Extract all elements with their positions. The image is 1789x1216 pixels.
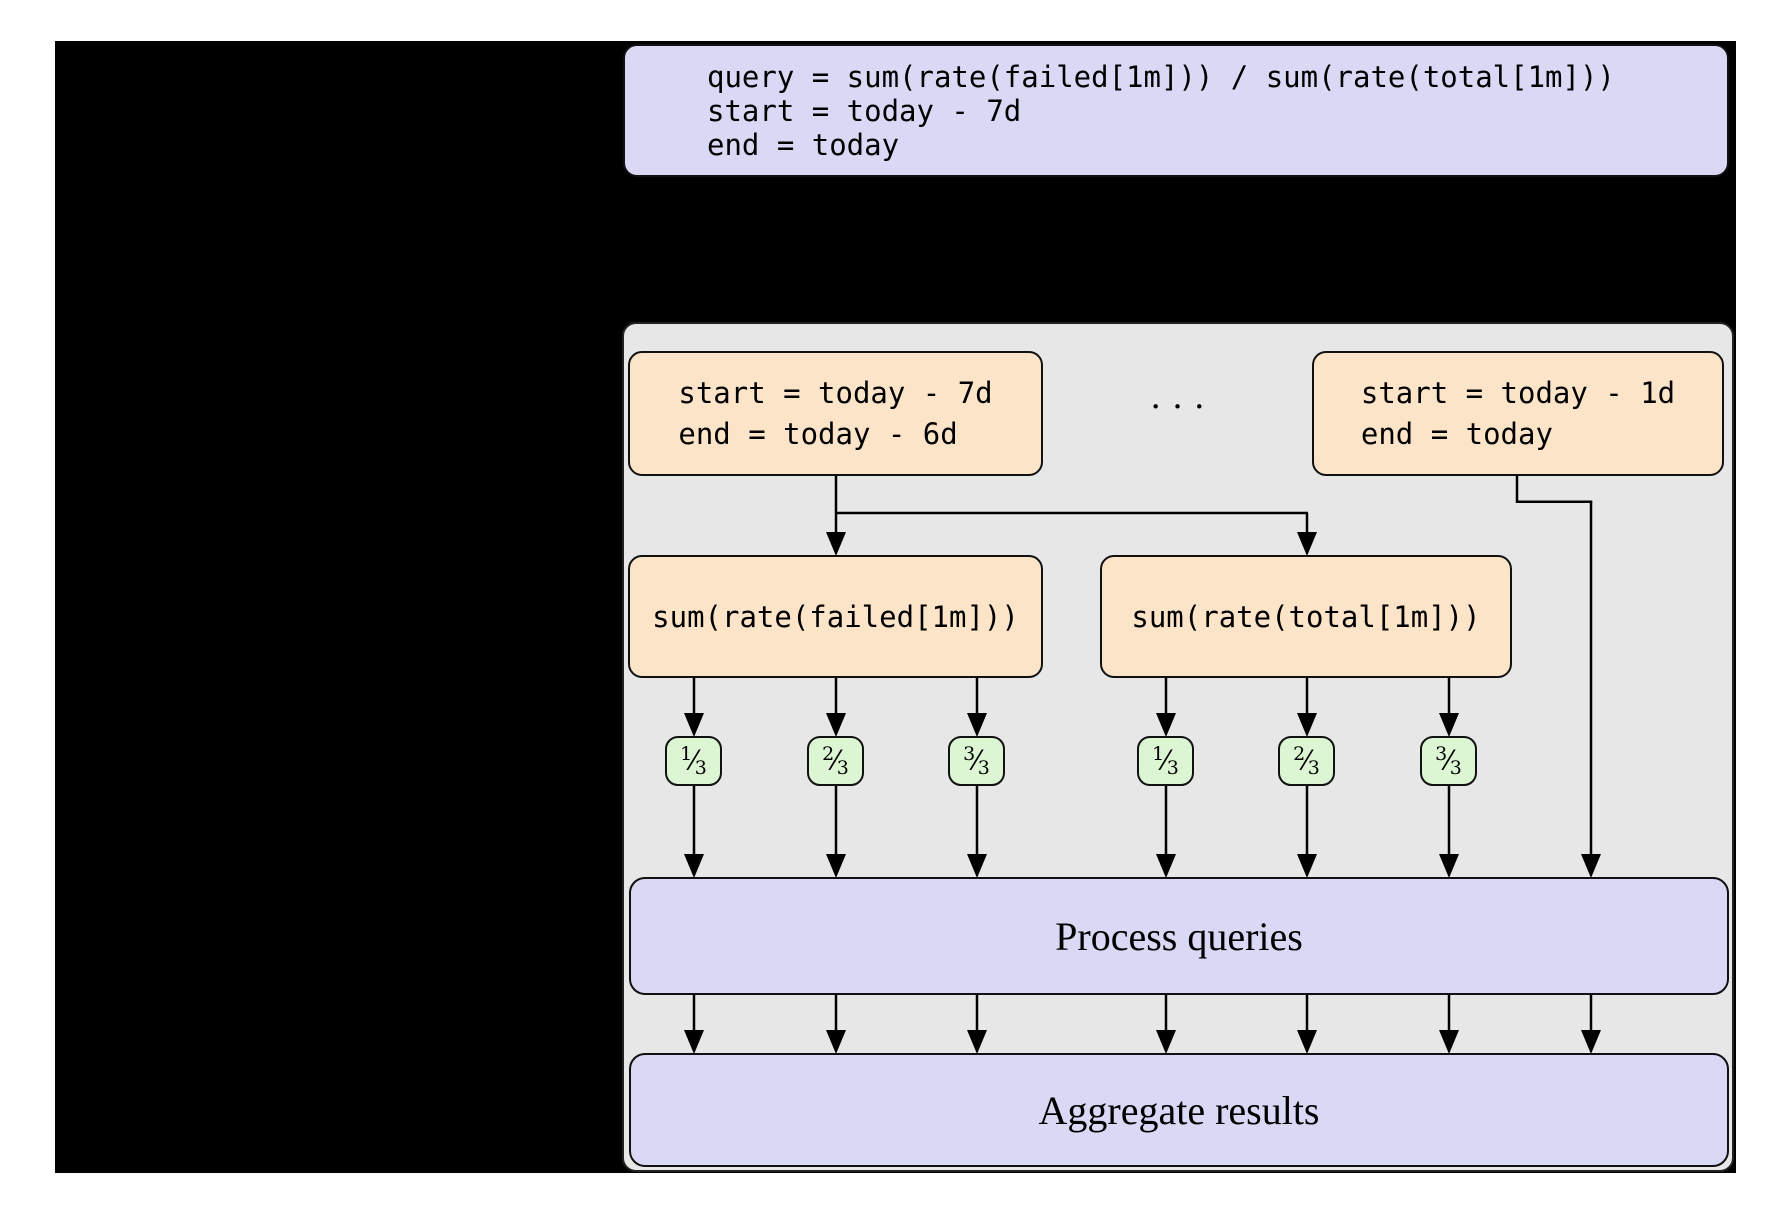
- subquery-box-failed: sum(rate(failed[1m])): [628, 555, 1043, 678]
- shard-box-1of3-total: 1⁄3: [1137, 736, 1194, 786]
- split-range-text: start = today - 7d end = today - 6d: [678, 373, 992, 455]
- shard-box-3of3-failed: 3⁄3: [948, 736, 1005, 786]
- ellipsis-between-splits: ...: [1150, 377, 1216, 417]
- split-right-start-line: start = today - 1d: [1360, 375, 1676, 410]
- fraction-slash: ⁄: [691, 745, 696, 777]
- split-range-text: start = today - 1d end = today: [1361, 373, 1675, 455]
- subquery-box-total: sum(rate(total[1m])): [1100, 555, 1512, 678]
- split-left-end-line: end = today - 6d: [678, 416, 958, 451]
- split-range-box-first-day: start = today - 7d end = today - 6d: [628, 351, 1043, 476]
- shard-numerator: 1: [680, 743, 693, 765]
- shard-box-3of3-total: 3⁄3: [1420, 736, 1477, 786]
- shard-numerator: 3: [1435, 743, 1448, 765]
- shard-numerator: 3: [963, 743, 976, 765]
- query-spec-line-query: query = sum(rate(failed[1m])) / sum(rate…: [707, 59, 1615, 94]
- shard-denominator: 3: [694, 757, 707, 779]
- query-spec-box: query = sum(rate(failed[1m])) / sum(rate…: [623, 44, 1729, 177]
- split-right-end-line: end = today: [1360, 416, 1553, 451]
- process-queries-label: Process queries: [1055, 913, 1303, 959]
- shard-box-2of3-total: 2⁄3: [1278, 736, 1335, 786]
- shard-numerator: 2: [1293, 743, 1306, 765]
- shard-denominator: 3: [1307, 757, 1320, 779]
- fraction-slash: ⁄: [833, 745, 838, 777]
- aggregate-results-label: Aggregate results: [1038, 1087, 1320, 1133]
- shard-box-1of3-failed: 1⁄3: [665, 736, 722, 786]
- fraction-slash: ⁄: [974, 745, 979, 777]
- fraction-slash: ⁄: [1446, 745, 1451, 777]
- subquery-total-label: sum(rate(total[1m])): [1131, 599, 1481, 634]
- fraction-slash: ⁄: [1163, 745, 1168, 777]
- shard-box-2of3-failed: 2⁄3: [807, 736, 864, 786]
- shard-denominator: 3: [1166, 757, 1179, 779]
- split-range-box-last-day: start = today - 1d end = today: [1312, 351, 1724, 476]
- shard-numerator: 2: [822, 743, 835, 765]
- shard-denominator: 3: [836, 757, 849, 779]
- shard-denominator: 3: [977, 757, 990, 779]
- aggregate-results-box: Aggregate results: [629, 1053, 1729, 1167]
- split-left-start-line: start = today - 7d: [678, 375, 993, 410]
- process-queries-box: Process queries: [629, 877, 1729, 995]
- query-spec-line-end: end = today: [707, 127, 900, 162]
- subquery-failed-label: sum(rate(failed[1m])): [652, 599, 1019, 634]
- shard-denominator: 3: [1449, 757, 1462, 779]
- shard-numerator: 1: [1152, 743, 1165, 765]
- fraction-slash: ⁄: [1304, 745, 1309, 777]
- query-spec-line-start: start = today - 7d: [707, 93, 1022, 128]
